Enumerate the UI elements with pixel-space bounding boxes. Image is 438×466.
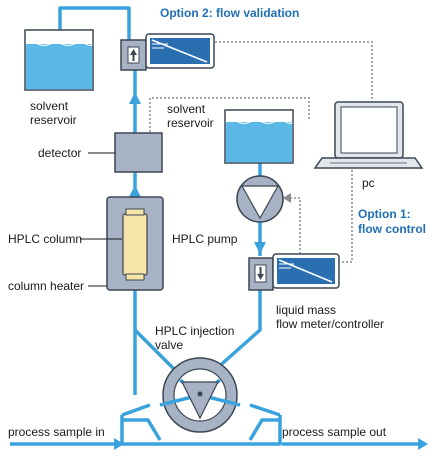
option-2-label: Option 2: flow validation: [160, 6, 299, 20]
sample-in-label: process sample in: [8, 425, 105, 439]
injection-valve-label: valve: [155, 338, 183, 352]
up-arrow-icon: [130, 49, 137, 61]
reservoir-liquid: [225, 122, 293, 163]
signal-line-controller-to-pump: [286, 197, 301, 262]
flow-arrow-up-icon: [129, 92, 141, 104]
flow-lines: [58, 6, 282, 446]
flow-line-column-to-valve: [133, 328, 177, 372]
signal-line-detector-to-pc: [149, 97, 310, 140]
pc-label: pc: [362, 176, 375, 190]
signal-line-validation-meter-to-pc: [215, 41, 373, 102]
laptop-icon: [313, 101, 424, 169]
signal-arrow-icon: [283, 193, 291, 203]
detector-label: detector: [38, 146, 81, 160]
pump-triangle-icon: [240, 185, 280, 220]
sample-in-arrow-icon: [114, 438, 124, 450]
hplc-column-body: [122, 213, 148, 276]
flow-arrow-down-icon: [254, 242, 266, 254]
sample-loop-left-join: [121, 403, 151, 417]
injection-valve-label: HPLC injection: [155, 324, 234, 338]
column-heater: [106, 196, 164, 291]
flow-meter-label: flow meter/controller: [276, 317, 384, 331]
solvent-reservoir-left-label: solvent: [30, 99, 69, 113]
sample-in-feed: [122, 418, 162, 441]
sample-arrows: [10, 92, 428, 450]
hplc-column-label: HPLC column: [8, 232, 82, 246]
reservoir-liquid: [25, 44, 93, 90]
solvent-reservoir-left: [24, 29, 94, 91]
injection-valve: [159, 357, 241, 433]
valve-rotor-icon: [181, 381, 219, 420]
down-arrow-icon: [257, 267, 264, 280]
solvent-reservoir-left-label: reservoir: [30, 113, 77, 127]
detector-box: [114, 132, 163, 173]
flow-line-meter-to-valve: [213, 290, 262, 372]
hplc-pump: [236, 175, 284, 223]
flow-meter-controller: [248, 253, 340, 291]
column-heater-label: column heater: [8, 279, 84, 293]
sample-loop-right-join: [249, 403, 281, 417]
sample-out-arrow-icon: [418, 438, 428, 450]
sample-loop-bottom: [120, 415, 282, 446]
sample-out-label: process sample out: [282, 425, 387, 439]
solvent-reservoir-mid-label: solvent: [167, 102, 206, 116]
option-1-label: flow control: [358, 222, 426, 236]
hplc-pump-label: HPLC pump: [172, 232, 238, 246]
signal-line-pc-to-flow-controller: [318, 170, 353, 263]
flow-line-reservoir-to-validation-meter: [58, 6, 131, 40]
flow-meter-validation: [120, 33, 215, 71]
solvent-reservoir-mid-label: reservoir: [167, 116, 214, 130]
flow-arrow-up-icon: [129, 185, 141, 197]
flow-meter-label: liquid mass: [276, 303, 336, 317]
sample-out-feed: [248, 418, 280, 441]
solvent-reservoir-mid: [224, 109, 294, 164]
option-1-label: Option 1:: [358, 207, 411, 221]
